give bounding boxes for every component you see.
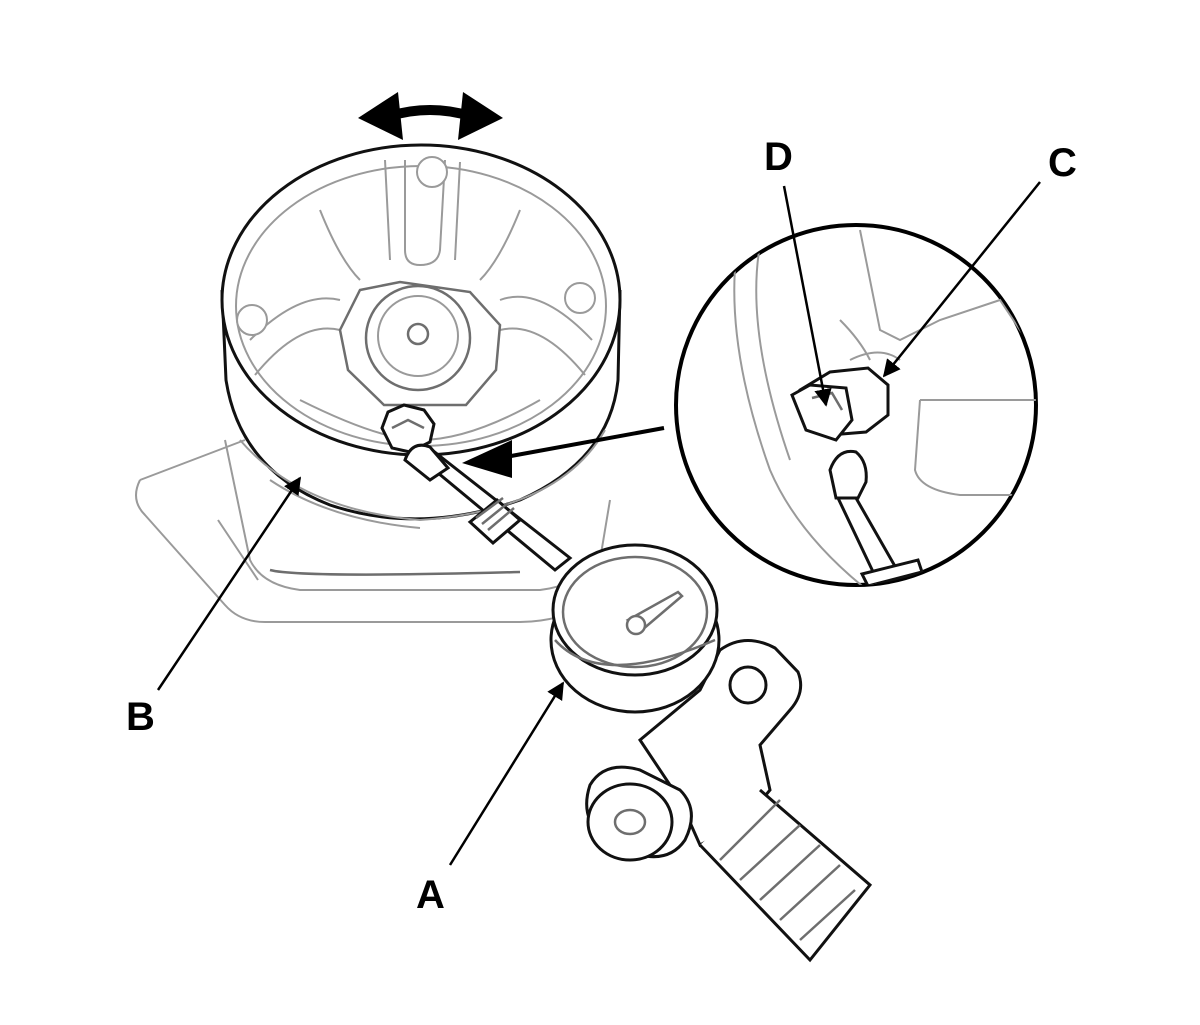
callout-label-a: A [416,873,445,917]
leader-line-c [882,181,1041,378]
leader-line-d [782,185,832,407]
detail-view [674,223,1038,587]
callout-label-c: C [1048,141,1077,185]
double-headed-arrow-icon [358,92,503,140]
callout-label-b: B [126,695,155,739]
leader-line-a [448,681,565,866]
pulley-bolt [380,403,436,454]
dial-indicator [403,443,873,963]
arrow-icon [462,426,665,478]
callout-label-d: D [764,135,793,179]
leader-line-b [156,476,302,691]
